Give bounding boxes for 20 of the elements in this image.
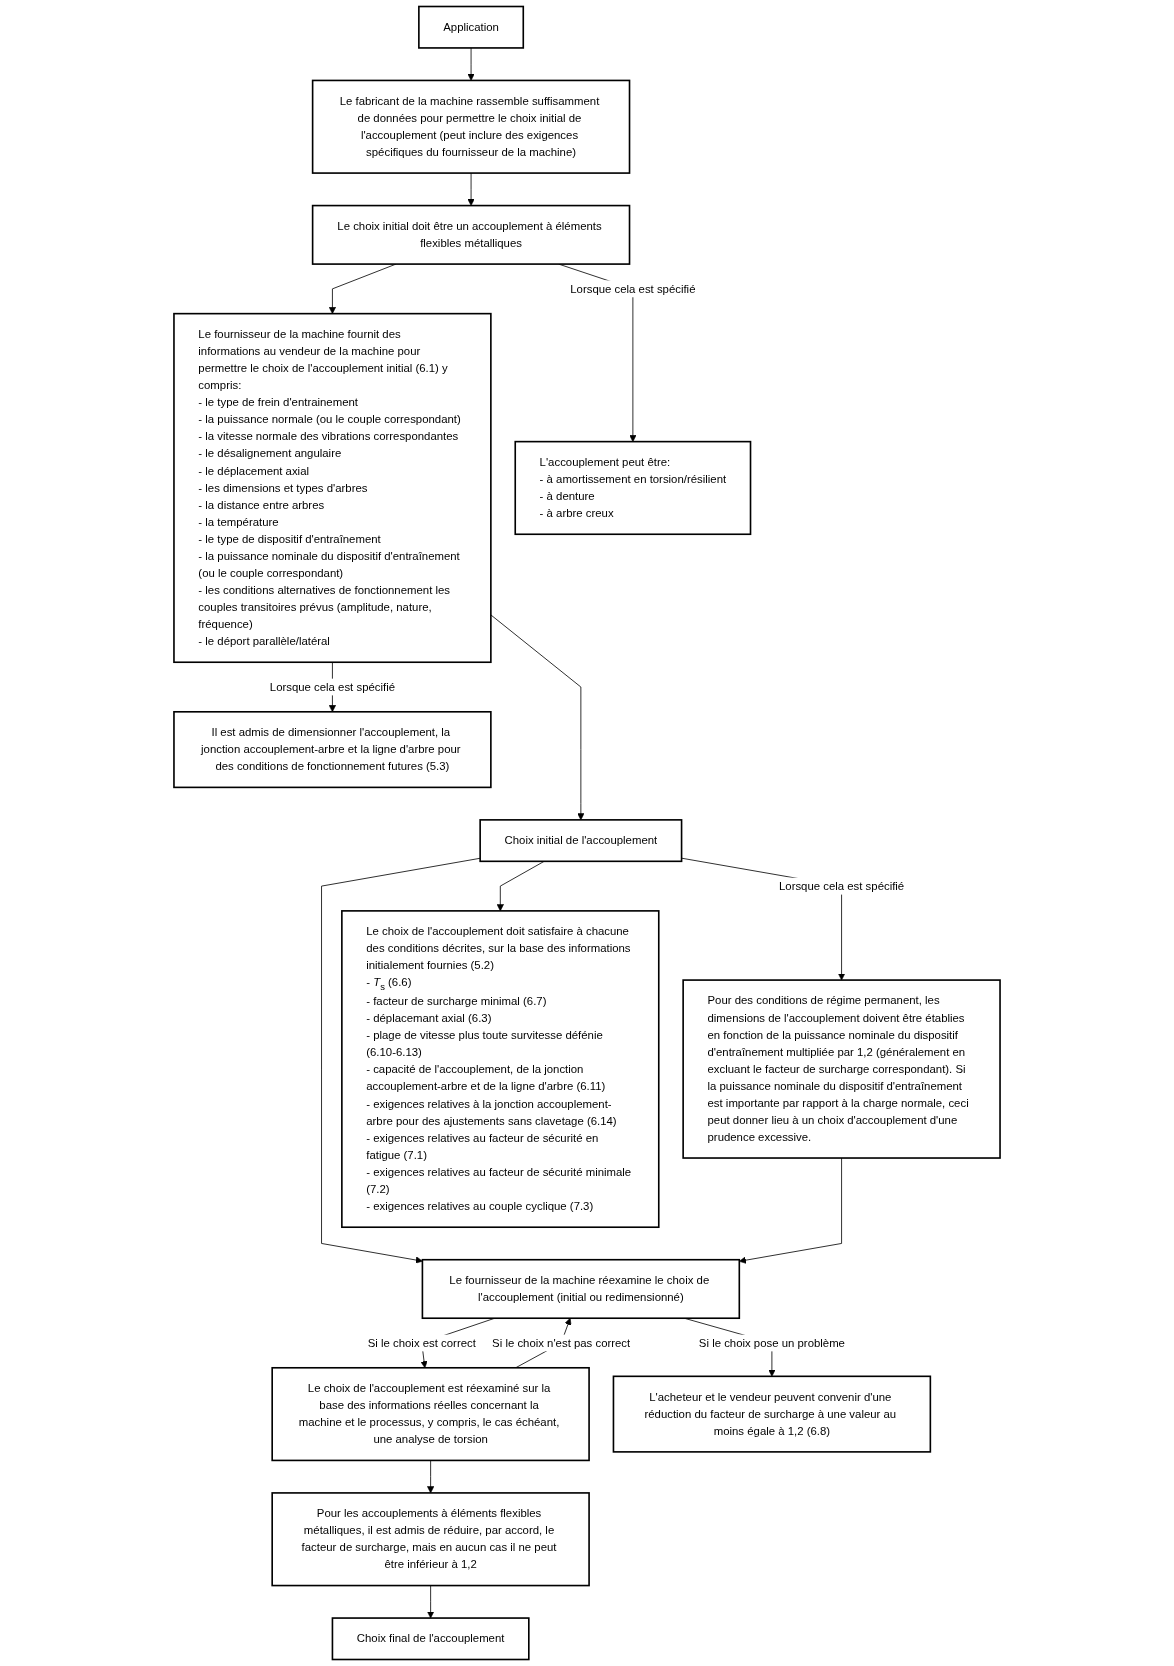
node-box: L'acheteur et le vendeur peuvent convenir d'une réduction du facteur de surcharge à une valeur au moins égale à 1,2 (6.8) — [612, 1375, 932, 1453]
node-box: Le fabricant de la machine rassemble suffisamment de données pour permettre le choix initial de l'accouplement (peut inclure des exigences spécifiques du fournisseur de la machine) — [311, 79, 631, 174]
node-box: Le choix de l'accouplement doit satisfaire à chacune des conditions décrites, sur la base des informations initialement fournies (5.2) - T$_{s}$ (6.6) - facteur de surcharge minimal (6.7) - déplacemant axial (6.3) - plage de vitesse plus toute survitesse défénie (6.10-6.13) - capacité de l'accouplement, de la jonction accouplement-arbre et de la ligne d'arbre (6.11) - exigences relatives à la jonction accouplement-arbre pour des ajustements sans clavetage (6.14) - exigences relatives au facteur de sécurité en fatigue (7.1) - exigences relatives au facteur de sécurité minimale (7.2) - exigences relatives au couple cyclique (7.3) — [341, 910, 660, 1229]
node-box: Choix final de l'accouplement — [331, 1617, 530, 1661]
edge-label: Si le choix pose un problème — [698, 1336, 845, 1350]
edge-label: Si le choix est correct — [367, 1336, 476, 1350]
node-box: Choix initial de l'accouplement — [479, 819, 683, 863]
node-box: Pour les accouplements à éléments flexibles métalliques, il est admis de réduire, par accord, le facteur de surcharge, mais en aucun cas il ne peut être inférieur à 1,2 — [271, 1492, 590, 1587]
edge-label: Lorsque cela est spécifié — [778, 879, 905, 893]
node-box: L'accouplement peut être: - à amortissement en torsion/résilient - à denture - à arbre creux — [514, 440, 752, 536]
node-box: Le fournisseur de la machine fournit des informations au vendeur de la machine pour permettre le choix de l'accouplement initial (6.1) y compris: - le type de frein d'entrainement - la puissance normale (ou le couple correspondant) - la vitesse normale des vibrations correspondantes - le désalignement angulaire - le déplacement axial - les dimensions et types d'arbres - la distance entre arbres - la température - le type de dispositif d'entraînement - la puissance nominale du dispositif d'entraînement (ou le couple correspondant) - les conditions alternatives de fonctionnement les couples transitoires prévus (amplitude, nature, fréquence) - le déport parallèle/latéral — [173, 312, 492, 664]
node-box: Pour des conditions de régime permanent, les dimensions de l'accouplement doivent être établies en fonction de la puissance nominale du dispositif d'entraînement multipliée par 1,2 (généralement en excluant le facteur de surcharge correspondant). Si la puissance nominale du dispositif d'entraînement est importante par rapport à la charge normale, ceci peut donner lieu à un choix d'accouplement d'une prudence excessive. — [682, 979, 1001, 1159]
node-box: Le choix initial doit être un accouplement à éléments flexibles métalliques — [311, 204, 631, 265]
edge-label: Lorsque cela est spécifié — [269, 680, 396, 694]
node-box: Le fournisseur de la machine réexamine le choix de l'accouplement (initial ou redimensionné) — [421, 1258, 741, 1320]
edge-label: Lorsque cela est spécifié — [570, 281, 696, 295]
edge-label: Si le choix n'est pas correct — [492, 1336, 631, 1350]
node-box: Le choix de l'accouplement est réexaminé sur la base des informations réelles concernant la machine et le processus, y compris, le cas échéant, une analyse de torsion — [271, 1366, 590, 1462]
node-box: Application — [418, 5, 525, 49]
node-box: Il est admis de dimensionner l'accouplement, la jonction accouplement-arbre et la ligne d'arbre pour des conditions de fonctionnement futures (5.3) — [173, 711, 492, 789]
